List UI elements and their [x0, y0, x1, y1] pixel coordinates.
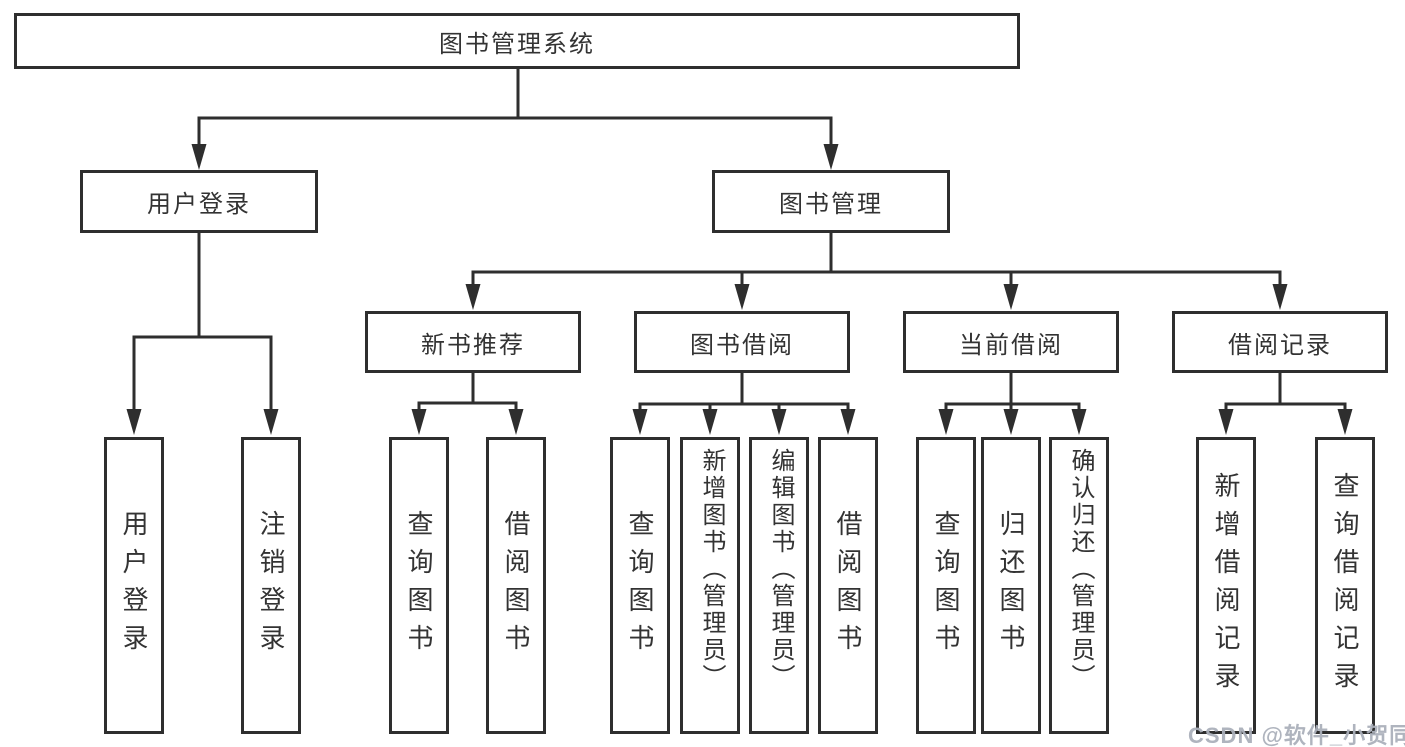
leaf-records-add-borrow-record: 新增借阅记录	[1196, 437, 1256, 734]
connector-root-to-level2	[191, 69, 839, 170]
leaf-newbook-query-books: 查询图书	[389, 437, 449, 734]
node-root-system: 图书管理系统	[14, 13, 1020, 69]
node-borrow-records: 借阅记录	[1172, 311, 1388, 373]
leaf-logout-login: 注销登录	[241, 437, 301, 734]
node-current-borrow: 当前借阅	[903, 311, 1119, 373]
connector-current-borrow-children	[938, 373, 1087, 435]
connector-book-borrow-children	[632, 373, 856, 435]
node-new-book-recommend: 新书推荐	[365, 311, 581, 373]
leaf-current-query-books: 查询图书	[916, 437, 976, 734]
leaf-borrow-borrow-books: 借阅图书	[818, 437, 878, 734]
leaf-newbook-borrow-books: 借阅图书	[486, 437, 546, 734]
leaf-current-confirm-return-admin: 确认归还（管理员）	[1049, 437, 1109, 734]
leaf-borrow-query-books: 查询图书	[610, 437, 670, 734]
node-book-borrow: 图书借阅	[634, 311, 850, 373]
leaf-user-login: 用户登录	[104, 437, 164, 734]
leaf-borrow-edit-books-admin: 编辑图书（管理员）	[749, 437, 809, 734]
csdn-watermark: CSDN @软件_小贺同学	[1188, 723, 1405, 747]
connector-new-book-children	[411, 373, 524, 435]
node-user-login: 用户登录	[80, 170, 318, 233]
leaf-records-query-borrow-record: 查询借阅记录	[1315, 437, 1375, 734]
leaf-current-return-books: 归还图书	[981, 437, 1041, 734]
node-book-management: 图书管理	[712, 170, 950, 233]
connector-user-login-children	[126, 233, 279, 435]
connector-book-mgmt-children	[465, 233, 1288, 310]
leaf-borrow-add-books-admin: 新增图书（管理员）	[680, 437, 740, 734]
connector-borrow-records-children	[1218, 373, 1353, 435]
